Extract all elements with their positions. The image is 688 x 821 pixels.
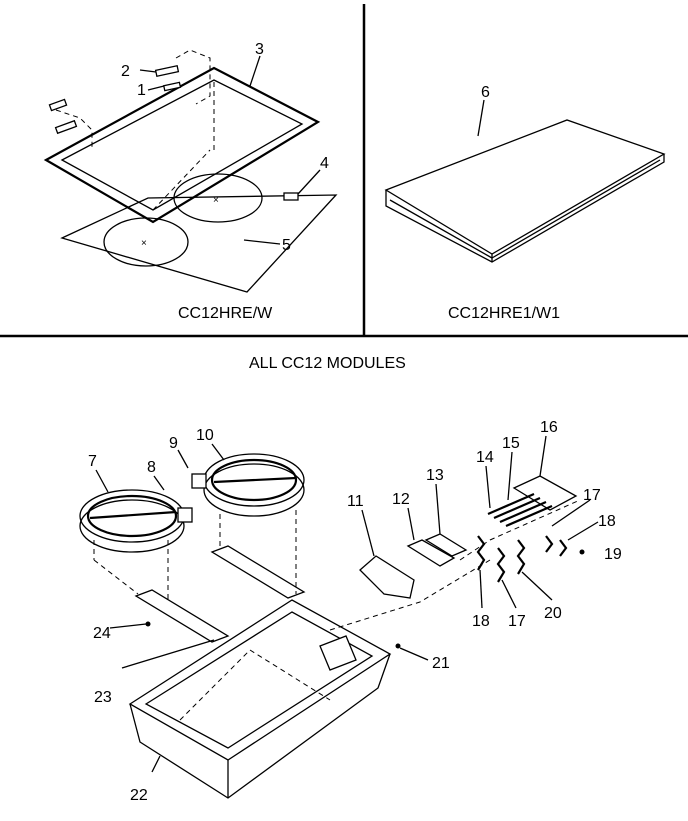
part-4-clip (283, 192, 299, 201)
part-23-right-bracket (210, 545, 306, 599)
part-13-block (424, 533, 468, 557)
callout-12: 12 (392, 491, 410, 508)
callout-16: 16 (540, 419, 558, 436)
all-cc12-modules-assembly (79, 435, 599, 799)
part-22-base-pan (128, 599, 392, 799)
callout-4: 4 (320, 155, 329, 172)
part-3-frame-inner (60, 79, 304, 211)
callout-21: 21 (432, 655, 450, 672)
callout-20: 20 (544, 605, 562, 622)
callout-labels: 1 2 3 4 5 6 7 8 9 10 11 12 13 14 15 16 1… (88, 41, 622, 804)
part-23-left-bracket (134, 589, 230, 643)
callout-18-lower: 18 (472, 613, 490, 630)
model-caption-cc12hre1-w1: CC12HRE1/W1 (448, 305, 560, 322)
callout-5: 5 (282, 237, 291, 254)
callout-2: 2 (121, 63, 130, 80)
callout-17-upper: 17 (583, 487, 601, 504)
svg-text:×: × (213, 195, 219, 206)
callout-22: 22 (130, 787, 148, 804)
callout-23: 23 (94, 689, 112, 706)
callout-17-lower: 17 (508, 613, 526, 630)
part-7-left-heating-element (79, 489, 193, 553)
cc12hre-w-assembly: × × (43, 49, 338, 293)
callout-1: 1 (137, 82, 146, 99)
callout-3: 3 (255, 41, 264, 58)
part-19-21-24-screws (145, 549, 585, 649)
part-6-cooktop-glass (384, 119, 666, 255)
part-11-terminal-cover (359, 555, 415, 599)
part-5-glass-top (60, 194, 338, 293)
callout-18-upper: 18 (598, 513, 616, 530)
callout-15: 15 (502, 435, 520, 452)
part-10-right-heating-element (191, 453, 305, 517)
section-title: ALL CC12 MODULES (249, 355, 406, 372)
callout-10: 10 (196, 427, 214, 444)
part-16-terminal-block (487, 475, 578, 528)
callout-13: 13 (426, 467, 444, 484)
model-caption-cc12hre-w: CC12HRE/W (178, 305, 273, 322)
part-12-block (406, 539, 456, 567)
part-3-frame-outer (43, 66, 321, 224)
callout-14: 14 (476, 449, 494, 466)
callout-9: 9 (169, 435, 178, 452)
callout-11: 11 (347, 493, 364, 510)
callout-19: 19 (604, 546, 622, 563)
cc12hre1-w1-assembly (384, 99, 666, 263)
callout-6: 6 (481, 84, 490, 101)
callout-8: 8 (147, 459, 156, 476)
panel-dividers (0, 4, 688, 338)
callout-24: 24 (93, 625, 111, 642)
part-17-18-20-clips (476, 535, 568, 583)
svg-text:×: × (141, 238, 147, 249)
part-1-2-brackets (48, 49, 211, 150)
callout-7: 7 (88, 453, 97, 470)
